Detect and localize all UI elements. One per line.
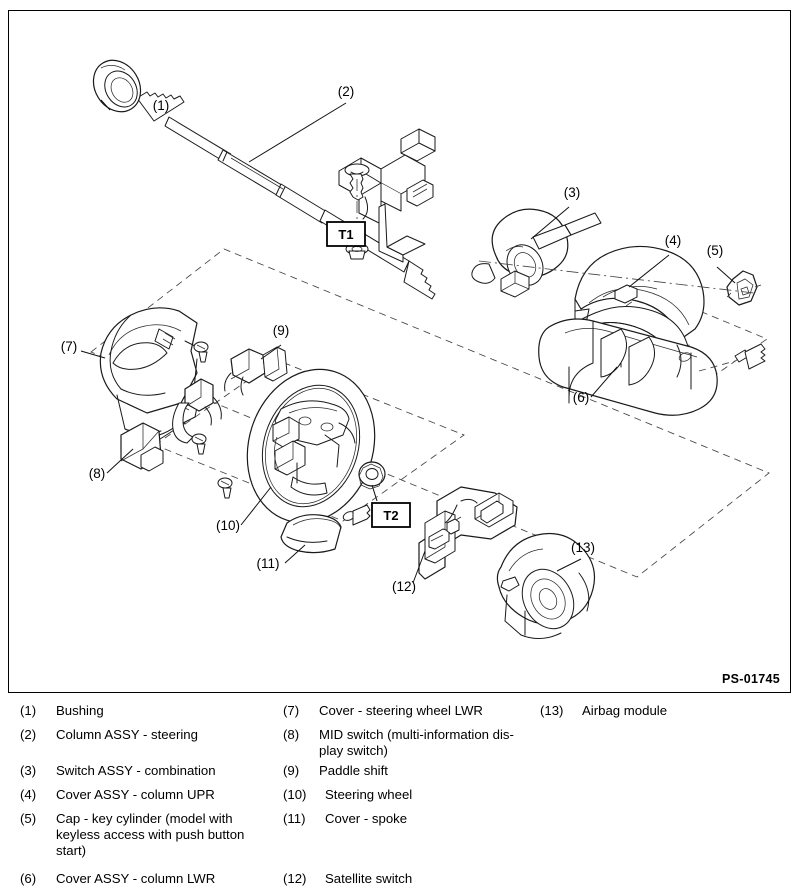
callout-11: (11) [256,556,279,571]
leader-lines [80,99,736,584]
legend-number: (5) [20,811,37,826]
legend-item-9: (9) Paddle shift [283,763,388,779]
callout-10: (10) [216,518,240,533]
part-steering-wheel [246,368,376,524]
legend-number: (11) [283,811,306,826]
nut-t2 [358,461,386,490]
callout-3: (3) [564,185,581,200]
legend-item-13: (13) Airbag module [540,703,667,719]
legend-number: (10) [283,787,307,802]
legend-label: Cover - spoke [325,811,408,826]
screw-spoke-cover [342,504,371,526]
legend-item-2: (2) Column ASSY - steering [20,727,198,743]
legend-label: MID switch (multi-information dis- play … [319,727,514,758]
legend-label: Paddle shift [319,763,388,778]
legend-label: Cap - key cylinder (model with keyless a… [56,811,245,858]
callout-8: (8) [89,466,106,481]
legend-item-11: (11) Cover - spoke [283,811,407,827]
legend-label: Switch ASSY - combination [56,763,216,778]
legend-number: (6) [20,871,37,886]
legend-label: Column ASSY - steering [56,727,198,742]
legend-number: (3) [20,763,37,778]
callout-7: (7) [61,339,78,354]
torque-mark-t2: T2 [371,502,411,528]
part-airbag-module [496,532,596,639]
legend-item-12: (12) Satellite switch [283,871,412,887]
callout-5: (5) [707,243,724,258]
legend-number: (4) [20,787,37,802]
legend-label: Satellite switch [325,871,413,886]
legend-item-8: (8) MID switch (multi-information dis- p… [283,727,514,759]
legend-label: Cover - steering wheel LWR [319,703,483,718]
callout-1: (1) [153,98,170,113]
legend-number: (8) [283,727,300,742]
exploded-view-diagram: .ln{fill:none;stroke:#1a1a1a;stroke-widt… [61,59,770,639]
part-switch-assy-combination [471,208,602,298]
callout-6: (6) [573,390,590,405]
legend-item-10: (10) Steering wheel [283,787,412,803]
part-cover-assy-column-lwr [538,318,718,416]
part-paddle-bracket [172,378,222,444]
part-satellite-switch [418,486,518,580]
legend-number: (12) [283,871,307,886]
part-column-bracket [338,128,436,263]
legend-number: (13) [540,703,564,718]
part-paddle-shift [224,346,288,396]
callout-numbers: (1) (2) (3) (4) (5) (6) (7) (8) (9) (10)… [61,84,724,594]
figure-code: PS-01745 [722,672,780,686]
legend-item-1: (1) Bushing [20,703,104,719]
figure-frame: .ln{fill:none;stroke:#1a1a1a;stroke-widt… [8,10,791,693]
part-cover-spoke [280,514,342,554]
parts-legend: (1) Bushing (2) Column ASSY - steering (… [0,703,800,887]
legend-label: Cover ASSY - column LWR [56,871,216,886]
part-cover-steering-wheel-lwr [99,307,198,442]
axis-line-column [478,260,755,294]
callout-13: (13) [571,540,595,555]
legend-label: Bushing [56,703,104,718]
legend-item-6: (6) Cover ASSY - column LWR [20,871,215,887]
legend-item-3: (3) Switch ASSY - combination [20,763,216,779]
legend-number: (2) [20,727,37,742]
legend-number: (1) [20,703,37,718]
callout-12: (12) [392,579,416,594]
part-bushing [92,59,142,113]
torque-mark-t1-label: T1 [338,227,353,242]
legend-label: Steering wheel [325,787,413,802]
legend-item-7: (7) Cover - steering wheel LWR [283,703,483,719]
legend-number: (7) [283,703,300,718]
callout-2: (2) [338,84,355,99]
part-cap-key-cylinder [726,270,762,306]
legend-label: Airbag module [582,703,668,718]
torque-mark-t2-label: T2 [383,508,398,523]
legend-label: Cover ASSY - column UPR [56,787,215,802]
legend-item-4: (4) Cover ASSY - column UPR [20,787,215,803]
screw-upper-wheel [193,341,209,363]
callout-4: (4) [665,233,682,248]
legend-number: (9) [283,763,300,778]
screw-lower-wheel [217,477,233,499]
callout-9: (9) [273,323,290,338]
torque-mark-t1: T1 [326,221,366,247]
bolt-upper [344,163,370,201]
screw-mid-wheel [191,433,207,455]
legend-item-5: (5) Cap - key cylinder (model with keyle… [20,811,244,859]
screw-lower-cover [734,343,766,370]
